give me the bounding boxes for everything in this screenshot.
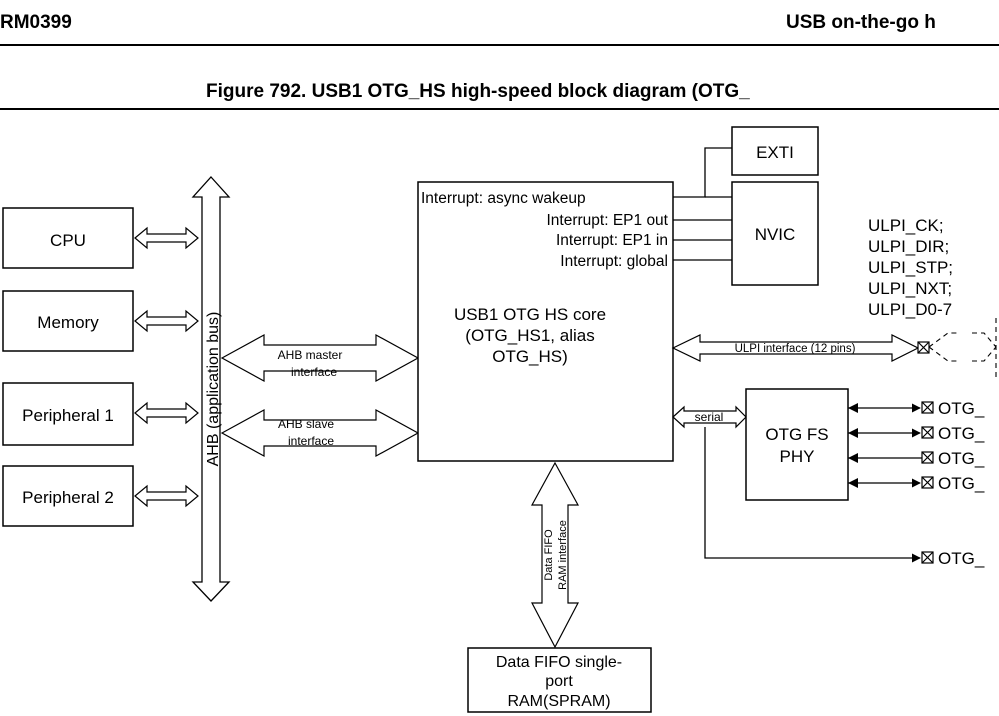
doc-id: RM0399	[0, 12, 72, 33]
ahb-bus-label: AHB (application bus)	[205, 312, 222, 467]
interrupt-async-wakeup: Interrupt: async wakeup	[421, 190, 586, 207]
phy-pin-icon-4	[921, 476, 934, 489]
interrupt-ep1-in: Interrupt: EP1 in	[556, 232, 668, 249]
ulpi-d0-7: ULPI_D0-7	[868, 300, 952, 319]
ahb-bus	[191, 176, 231, 602]
phy-pin-label-1: OTG_	[938, 399, 985, 418]
ahb-master-label-1: AHB master	[278, 348, 343, 362]
interrupt-global: Interrupt: global	[560, 253, 668, 270]
cpu-label: CPU	[50, 231, 86, 250]
nvic-block	[731, 181, 819, 286]
extra-pin-label: OTG_	[938, 549, 985, 568]
ulpi-nxt: ULPI_NXT;	[868, 279, 952, 298]
otg-fs-phy-block	[745, 388, 849, 501]
usb-core-block	[417, 181, 674, 462]
core-name-3: OTG_HS)	[492, 347, 568, 366]
ahb-master-label-2: interface	[291, 365, 337, 379]
phy-pin-icon-2	[921, 426, 934, 439]
ulpi-pin-icon	[917, 341, 930, 354]
phy-pin-label-2: OTG_	[938, 424, 985, 443]
spram-block	[467, 647, 652, 713]
cpu-block	[2, 207, 134, 269]
peripheral2-block	[2, 465, 134, 527]
ulpi-interface-label: ULPI interface (12 pins)	[735, 343, 856, 355]
peripheral1-label: Peripheral 1	[22, 406, 114, 425]
phy-pin-icon-3	[921, 451, 934, 464]
spram-label-2: port	[545, 673, 573, 690]
ram-interface-label-2: RAM interface	[557, 520, 569, 590]
phy-label-1: OTG FS	[765, 425, 828, 444]
memory-label: Memory	[37, 313, 99, 332]
peripheral2-label: Peripheral 2	[22, 488, 114, 507]
phy-label-2: PHY	[780, 447, 815, 466]
peripheral1-block	[2, 382, 134, 446]
header-rule	[0, 44, 999, 46]
memory-bus-arrow	[134, 309, 199, 333]
spram-label-3: RAM(SPRAM)	[507, 693, 610, 710]
ram-interface-arrow	[530, 461, 580, 649]
core-name-2: (OTG_HS1, alias	[465, 326, 594, 345]
phy-pin-label-4: OTG_	[938, 474, 985, 493]
core-name-1: USB1 OTG HS core	[454, 305, 606, 324]
serial-label: serial	[695, 410, 724, 424]
cpu-bus-arrow	[134, 226, 199, 250]
ulpi-dir: ULPI_DIR;	[868, 237, 949, 256]
title-rule	[0, 108, 999, 110]
ahb-slave-label-1: AHB slave	[278, 417, 334, 431]
phy-pin-label-3: OTG_	[938, 449, 985, 468]
ulpi-ck: ULPI_CK;	[868, 216, 944, 235]
spram-label-1: Data FIFO single-	[496, 654, 622, 671]
peripheral2-bus-arrow	[134, 484, 199, 508]
external-ulpi-phy	[928, 318, 997, 380]
exti-label: EXTI	[756, 143, 794, 162]
exti-block	[731, 126, 819, 176]
wakeup-to-exti-line	[673, 147, 732, 198]
ulpi-stp: ULPI_STP;	[868, 258, 953, 277]
ahb-slave-label-2: interface	[288, 434, 334, 448]
ram-interface-label-1: Data FIFO	[543, 529, 555, 581]
memory-block	[2, 290, 134, 352]
figure-title: Figure 792. USB1 OTG_HS high-speed block…	[206, 81, 750, 102]
extra-pin-icon	[921, 551, 934, 564]
core-extra-pin-line	[704, 427, 921, 563]
peripheral1-bus-arrow	[134, 401, 199, 425]
interrupt-ep1-out: Interrupt: EP1 out	[547, 212, 669, 229]
phy-left-arrowheads	[848, 403, 858, 488]
phy-pin-icon-1	[921, 401, 934, 414]
nvic-label: NVIC	[755, 225, 796, 244]
section-title: USB on-the-go h	[786, 12, 936, 33]
